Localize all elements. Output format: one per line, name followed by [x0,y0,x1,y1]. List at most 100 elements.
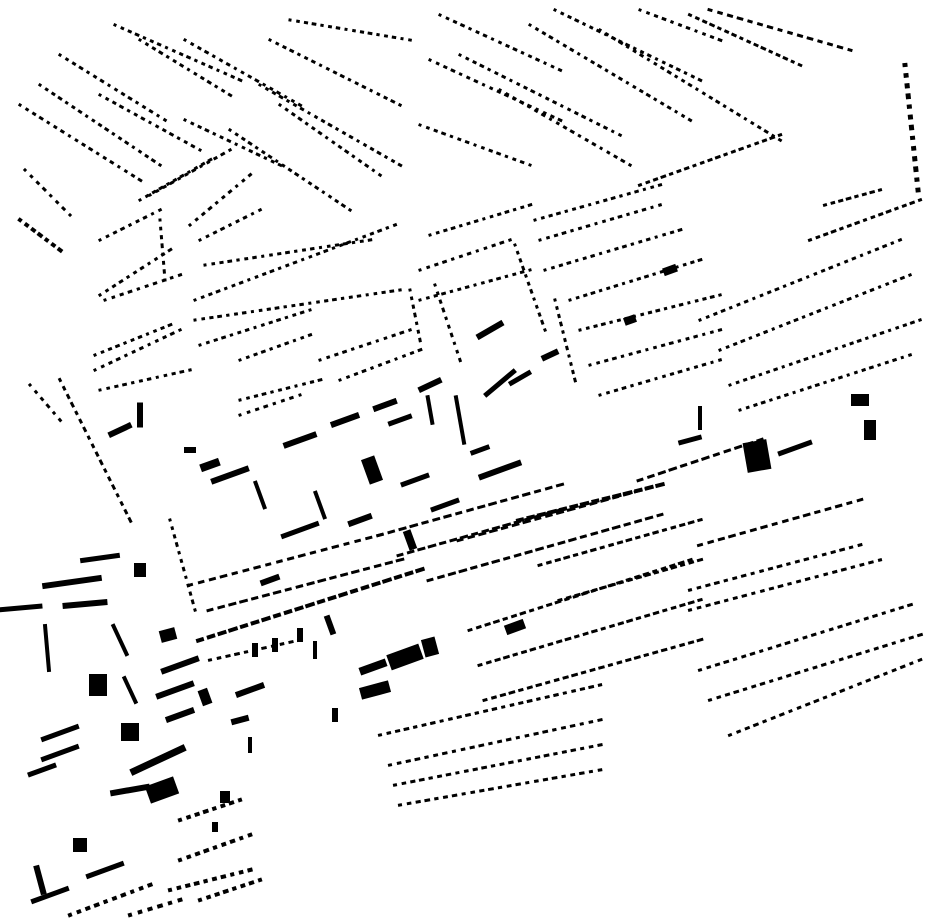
building [267,154,273,160]
building [753,402,758,408]
building [144,42,150,47]
building [233,66,238,71]
building [750,375,756,380]
building [394,357,398,361]
building [144,284,149,289]
building [709,294,715,299]
building [608,582,617,588]
building [701,19,708,25]
building [544,694,550,700]
building [353,371,359,377]
building [371,580,381,588]
building [617,132,623,138]
building [137,37,143,43]
building [247,140,253,146]
building [565,595,572,600]
building [707,157,713,163]
building [526,757,532,761]
building [131,349,137,354]
building [666,69,673,75]
building [162,269,166,274]
building [97,92,103,98]
building [854,294,859,298]
building [155,113,161,118]
building [846,296,852,302]
building [164,45,169,50]
building [127,95,133,101]
building [309,380,315,384]
building [645,10,651,16]
building [357,158,363,164]
building [540,348,560,362]
building [597,768,603,772]
building [57,417,63,423]
building [150,211,155,216]
building [585,223,591,229]
building [588,25,594,30]
building [553,692,559,698]
building [161,260,166,265]
building [555,39,561,44]
building [790,59,796,64]
building [185,55,192,60]
building [683,166,690,171]
building [306,110,312,116]
building [417,546,426,552]
building [621,385,627,391]
building [331,246,336,251]
building [901,203,908,208]
building [749,651,756,656]
building [570,772,576,777]
building [354,81,360,86]
building [295,584,304,589]
building [414,757,421,762]
building [432,753,439,758]
building [260,323,266,327]
building [861,192,868,197]
building [158,218,162,222]
building [114,384,119,389]
building [296,52,302,57]
building [597,27,603,33]
building [64,57,70,62]
building [167,322,173,328]
building [229,333,234,337]
building [277,266,282,271]
building [40,743,80,763]
building [909,200,916,206]
building [730,149,737,154]
building [907,114,914,120]
building [828,627,834,632]
building [373,291,378,296]
building [42,623,52,673]
building [159,226,163,231]
building [848,545,854,550]
building [830,377,836,383]
building [557,597,563,603]
building [134,563,146,577]
building [162,335,168,340]
building [544,485,553,491]
building [740,654,747,659]
building [161,128,167,133]
building [111,283,117,289]
building [630,242,635,247]
building [830,660,835,665]
building [409,296,414,301]
building [220,88,226,94]
building [821,552,827,557]
building [568,298,572,302]
building [816,308,822,314]
building [770,715,776,721]
building [70,104,76,110]
building [694,29,698,33]
building [164,707,196,723]
building [140,116,146,121]
building [236,258,240,262]
building [172,58,178,64]
building [529,88,536,94]
building [805,274,810,279]
building [826,349,832,354]
building [694,87,699,92]
building [445,16,450,21]
